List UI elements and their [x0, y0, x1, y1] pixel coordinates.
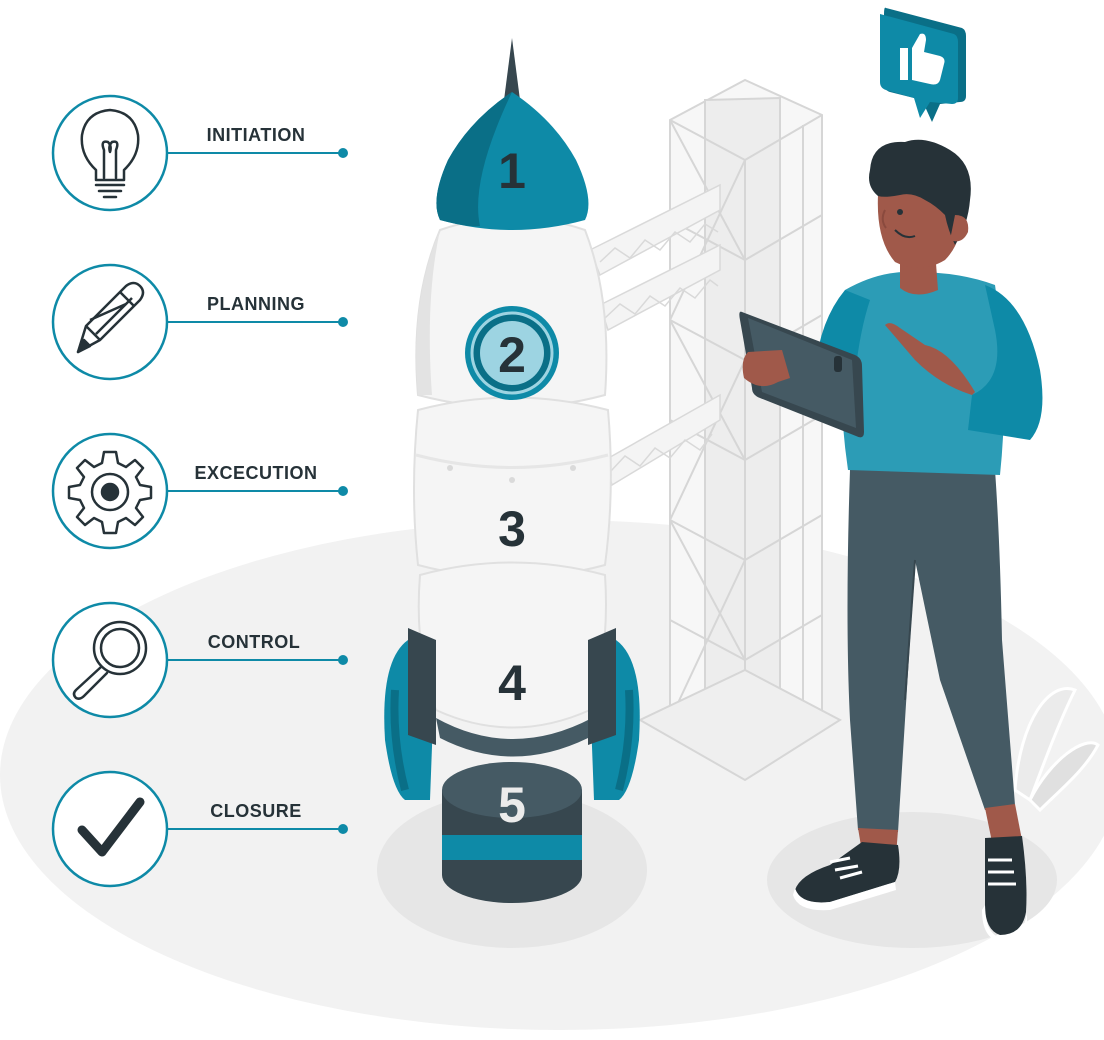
rocket — [384, 38, 640, 903]
tablet — [739, 311, 864, 438]
phase-connector-dot — [338, 824, 348, 834]
stage-number-4: 4 — [498, 655, 526, 711]
stage-number-1: 1 — [498, 143, 526, 199]
tower-arms — [589, 183, 721, 487]
person-pants — [847, 470, 1015, 832]
phase-connector-dot — [338, 148, 348, 158]
phase-label: EXCECUTION — [194, 463, 317, 483]
stage-number-3: 3 — [498, 501, 526, 557]
rocket-nose-tip — [504, 38, 520, 100]
person-shirt — [840, 271, 1004, 475]
person-shoe-right — [982, 836, 1027, 942]
person-shoe-left — [793, 842, 900, 911]
phase-circle — [51, 770, 169, 888]
rocket-stage-3-body — [413, 396, 612, 579]
lightbulb-icon — [80, 108, 140, 199]
gear-icon — [67, 450, 153, 535]
pencil-icon — [76, 281, 145, 354]
phase-list: INITIATION PLANNING EXCECUTION — [51, 94, 348, 888]
phase-item-planning: PLANNING — [51, 263, 348, 381]
phase-label: INITIATION — [207, 125, 306, 145]
magnifier-icon — [72, 620, 148, 700]
phase-connector-dot — [338, 486, 348, 496]
person-hair — [869, 139, 971, 245]
phase-label: CLOSURE — [210, 801, 302, 821]
phase-connector-dot — [338, 655, 348, 665]
thumbs-up-icon — [880, 7, 966, 123]
plant — [1013, 687, 1100, 813]
phase-label: CONTROL — [208, 632, 301, 652]
phase-item-control: CONTROL — [51, 601, 348, 719]
phase-item-execution: EXCECUTION — [51, 432, 348, 550]
checkmark-icon — [77, 797, 145, 857]
phase-item-initiation: INITIATION — [51, 94, 348, 212]
phase-connector-dot — [338, 317, 348, 327]
launch-tower — [637, 78, 842, 782]
stage-number-5: 5 — [498, 777, 526, 833]
phase-item-closure: CLOSURE — [51, 770, 348, 888]
stage-number-2: 2 — [498, 327, 526, 383]
person — [739, 139, 1043, 942]
phase-label: PLANNING — [207, 294, 305, 314]
rocket-stage-5-body — [442, 762, 582, 903]
